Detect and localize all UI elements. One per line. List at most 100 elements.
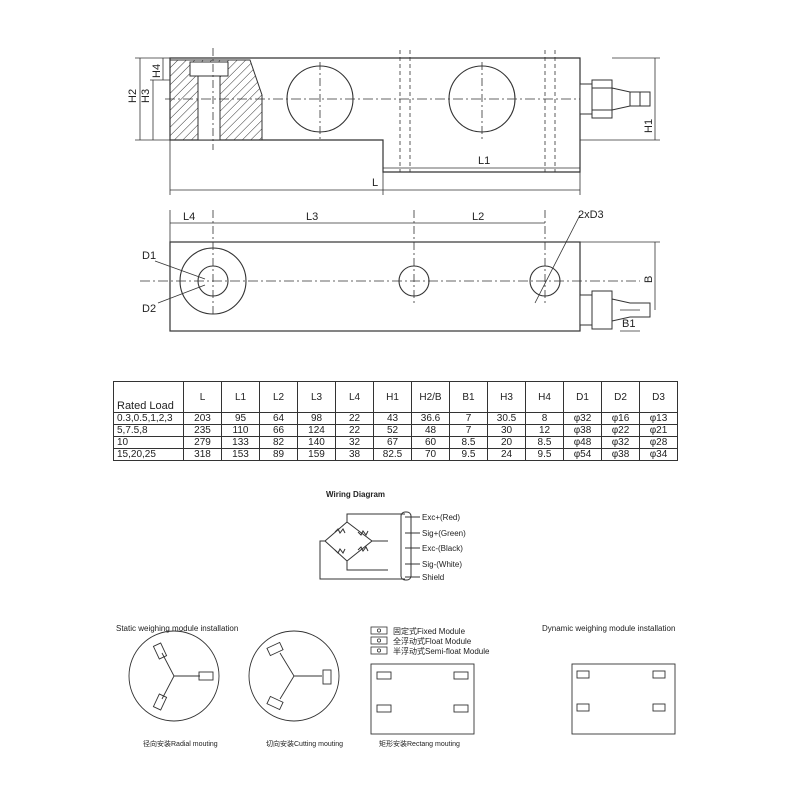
table-cell: φ32 [601,436,640,449]
caption-rectang: 矩形安装Rectang mouting [379,739,460,748]
caption-radial: 径向安装Radial mouting [143,739,218,748]
dim-h2: H2 [127,89,139,103]
table-cell: 7 [449,424,488,437]
dim-b: B [643,276,655,283]
rated-load-cell: 10 [113,436,184,449]
dim-l2: L2 [472,211,484,223]
cable-connector [579,79,651,119]
dim-l3: L3 [306,211,318,223]
table-cell: 30.5 [487,412,526,425]
table-header-cell: H3 [487,381,526,413]
rated-load-cell: 15,20,25 [113,448,184,461]
table-cell: 12 [525,424,564,437]
table-cell: 36.6 [411,412,450,425]
rated-load-cell: 0.3,0.5,1,2,3 [113,412,184,425]
table-header-cell: L4 [335,381,374,413]
table-cell: 318 [183,448,222,461]
table-header-cell: B1 [449,381,488,413]
wiring-diagram: Wiring Diagram Exc+(Red) Sig+(Green) Exc… [319,490,466,582]
table-cell: 153 [221,448,260,461]
table-header-cell: L3 [297,381,336,413]
table-cell: φ54 [563,448,602,461]
table-cell: 64 [259,412,298,425]
table-header-cell: L1 [221,381,260,413]
table-cell: 9.5 [449,448,488,461]
dim-h1: H1 [643,119,655,133]
header-rated-load: Rated Load [113,381,184,413]
table-cell: 32 [335,436,374,449]
table-header-cell: D3 [639,381,678,413]
table-cell: 66 [259,424,298,437]
wire-label-shield: Shield [422,573,444,582]
table-cell: 159 [297,448,336,461]
rectang-mount-diagram [370,663,475,735]
dim-d3: 2xD3 [578,209,604,221]
static-title: Static weighing module installation [116,624,238,633]
table-cell: φ28 [639,436,678,449]
table-header-cell: D2 [601,381,640,413]
table-cell: 67 [373,436,412,449]
table-cell: 82 [259,436,298,449]
table-cell: 48 [411,424,450,437]
dim-b1: B1 [622,318,635,330]
table-cell: 52 [373,424,412,437]
caption-cutting: 切向安装Cutting mouting [266,739,343,748]
module-legend [370,626,388,655]
installation-diagrams: Static weighing module installation Dyna… [116,624,676,748]
plan-body [169,241,581,332]
wire-label-exc-plus: Exc+(Red) [422,513,460,522]
table-cell: 8.5 [449,436,488,449]
table-cell: 22 [335,412,374,425]
table-cell: φ21 [639,424,678,437]
radial-mount-diagram [128,630,220,722]
dim-l4: L4 [183,211,195,223]
spec-table: Rated Load L L1 L2 L3 L4 H1 H2/B B1 H3 H… [113,381,678,461]
cable-connector-plan [579,290,651,330]
dim-d1: D1 [142,250,156,262]
table-cell: 22 [335,424,374,437]
table-cell: 89 [259,448,298,461]
table-cell: 7 [449,412,488,425]
plan-view-drawing: L4 L3 L2 2xD3 D1 D2 B B1 [140,209,660,332]
table-cell: 38 [335,448,374,461]
dim-d2: D2 [142,303,156,315]
table-header-cell: L2 [259,381,298,413]
table-cell: 8 [525,412,564,425]
table-cell: φ22 [601,424,640,437]
table-cell: 24 [487,448,526,461]
table-cell: φ34 [639,448,678,461]
table-cell: φ38 [601,448,640,461]
table-cell: 110 [221,424,260,437]
table-cell: 140 [297,436,336,449]
table-cell: 203 [183,412,222,425]
legend-float: 全浮动式Float Module [393,636,472,646]
dim-l1: L1 [478,155,490,167]
dynamic-mount-diagram [571,663,676,735]
dim-h3: H3 [140,89,152,103]
table-cell: φ48 [563,436,602,449]
dynamic-title: Dynamic weighing module installation [542,624,675,633]
table-cell: 60 [411,436,450,449]
rated-load-cell: 5,7.5,8 [113,424,184,437]
table-cell: 20 [487,436,526,449]
table-cell: φ38 [563,424,602,437]
table-cell: φ32 [563,412,602,425]
side-view-drawing: H2 H3 H4 H1 L1 L [127,48,660,195]
table-cell: 124 [297,424,336,437]
table-cell: 133 [221,436,260,449]
dim-h4: H4 [151,64,163,78]
cutting-mount-diagram [248,630,340,722]
table-header-cell: H4 [525,381,564,413]
wire-label-exc-minus: Exc-(Black) [422,544,463,553]
table-cell: 30 [487,424,526,437]
table-cell: 98 [297,412,336,425]
table-cell: 9.5 [525,448,564,461]
table-cell: 279 [183,436,222,449]
table-header-cell: H1 [373,381,412,413]
table-header-cell: H2/B [411,381,450,413]
table-cell: 43 [373,412,412,425]
table-cell: φ16 [601,412,640,425]
